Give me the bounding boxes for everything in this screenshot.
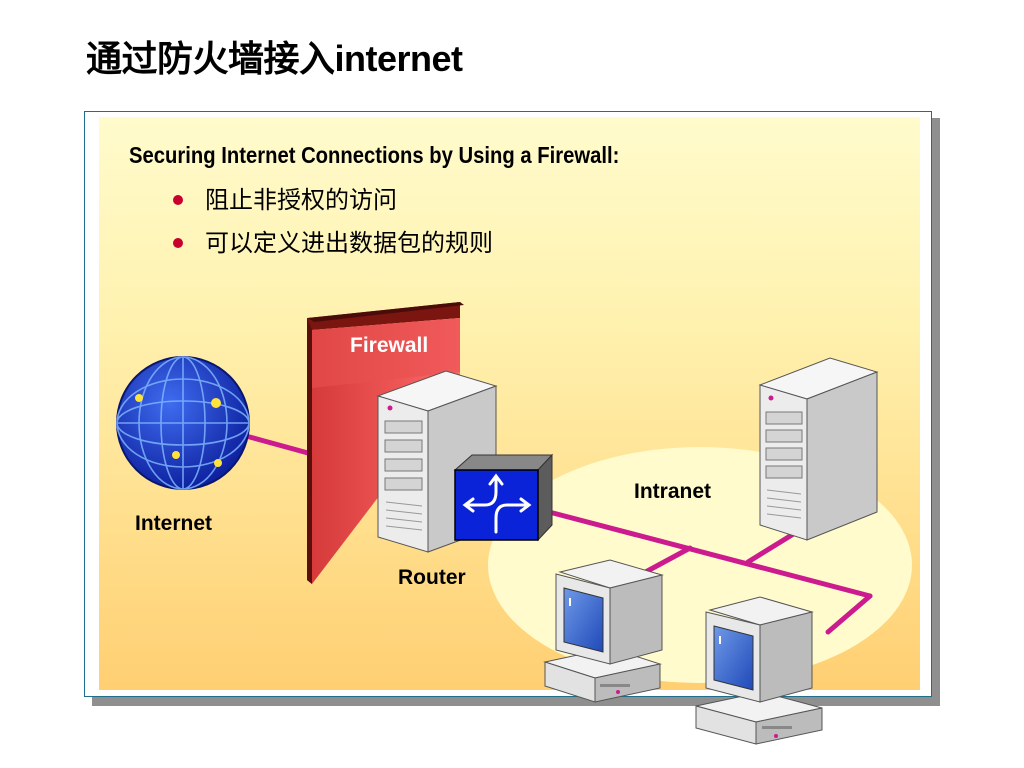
intranet-label: Intranet <box>634 480 711 503</box>
router-icon <box>453 453 554 542</box>
link-backbone-pc2 <box>825 593 873 635</box>
bullet-dot-icon <box>173 238 183 248</box>
router-label: Router <box>398 566 466 589</box>
globe-icon <box>116 356 250 490</box>
workstation-icon <box>695 596 823 745</box>
internet-label: Internet <box>135 512 212 535</box>
bullet-text: 可以定义进出数据包的规则 <box>205 229 493 257</box>
link-intranet-backbone <box>550 510 873 599</box>
server-icon <box>758 357 879 541</box>
bullet-text: 阻止非授权的访问 <box>205 186 397 214</box>
network-links <box>243 433 873 635</box>
bullet-dot-icon <box>173 195 183 205</box>
workstation-icon <box>543 559 664 703</box>
bullet-item: 阻止非授权的访问 <box>173 180 493 223</box>
link-backbone-pc1 <box>637 545 693 578</box>
link-internet-firewall <box>243 433 311 456</box>
bullet-list: 阻止非授权的访问 可以定义进出数据包的规则 <box>173 180 493 266</box>
link-backbone-server <box>745 530 798 565</box>
panel-subtitle: Securing Internet Connections by Using a… <box>129 142 620 168</box>
firewall-label: Firewall <box>350 334 428 357</box>
page-title: 通过防火墙接入internet <box>86 38 463 79</box>
bullet-item: 可以定义进出数据包的规则 <box>173 223 493 266</box>
